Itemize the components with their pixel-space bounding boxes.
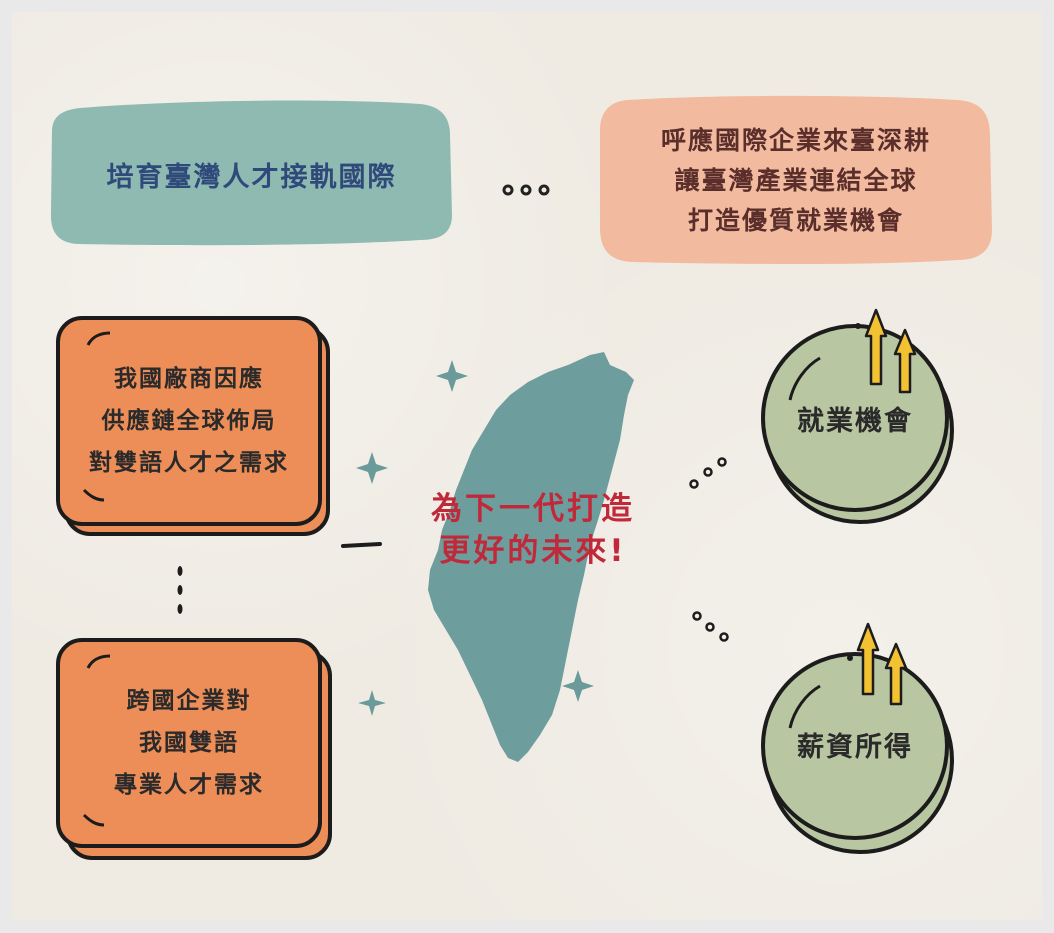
dots-connector-icon (502, 184, 550, 196)
connector-dash (341, 542, 382, 548)
top-right-line-1: 呼應國際企業來臺深耕 (660, 126, 931, 155)
card-lower-line-1: 跨國企業對 (126, 688, 252, 714)
center-message: 為下一代打造 更好的未來! (408, 480, 658, 580)
up-arrow-icon (864, 308, 917, 394)
salary-up-arrow-icon (856, 622, 908, 706)
salary-label-text: 薪資所得 (797, 731, 913, 763)
taiwan-map-icon (428, 352, 634, 762)
center-line-1: 為下一代打造 (431, 491, 635, 527)
card-lower-shape (56, 638, 332, 860)
circle-salary-label: 薪資所得 (763, 712, 947, 776)
teal-bubble-shape (50, 100, 452, 246)
center-line-2: 更好的未來! (439, 533, 627, 569)
card-upper-text: 我國廠商因應 供應鏈全球佈局 對雙語人才之需求 (58, 318, 320, 524)
jobs-label-text: 就業機會 (797, 405, 913, 437)
card-lower-text: 跨國企業對 我國雙語 專業人才需求 (58, 640, 320, 846)
card-upper-line-3: 對雙語人才之需求 (89, 450, 289, 476)
card-lower-line-3: 專業人才需求 (114, 772, 264, 798)
sparkle-icon (356, 360, 594, 716)
top-left-text: 培育臺灣人才接軌國際 (106, 161, 397, 193)
dots-to-salary-icon (692, 611, 729, 642)
circle-jobs-label: 就業機會 (763, 386, 947, 450)
card-upper-shape (56, 316, 330, 536)
top-right-line-2: 讓臺灣產業連結全球 (674, 166, 918, 195)
top-left-bubble-text: 培育臺灣人才接軌國際 (51, 104, 452, 244)
card-upper-line-2: 供應鏈全球佈局 (101, 408, 277, 434)
peach-bubble-shape (600, 95, 992, 264)
dots-to-jobs-icon (689, 457, 727, 489)
card-upper-line-1: 我國廠商因應 (114, 366, 264, 392)
top-right-line-3: 打造優質就業機會 (687, 206, 904, 235)
top-right-bubble-text: 呼應國際企業來臺深耕 讓臺灣產業連結全球 打造優質就業機會 (600, 100, 992, 262)
card-lower-line-2: 我國雙語 (139, 730, 239, 756)
vertical-dots-icon (177, 566, 183, 614)
